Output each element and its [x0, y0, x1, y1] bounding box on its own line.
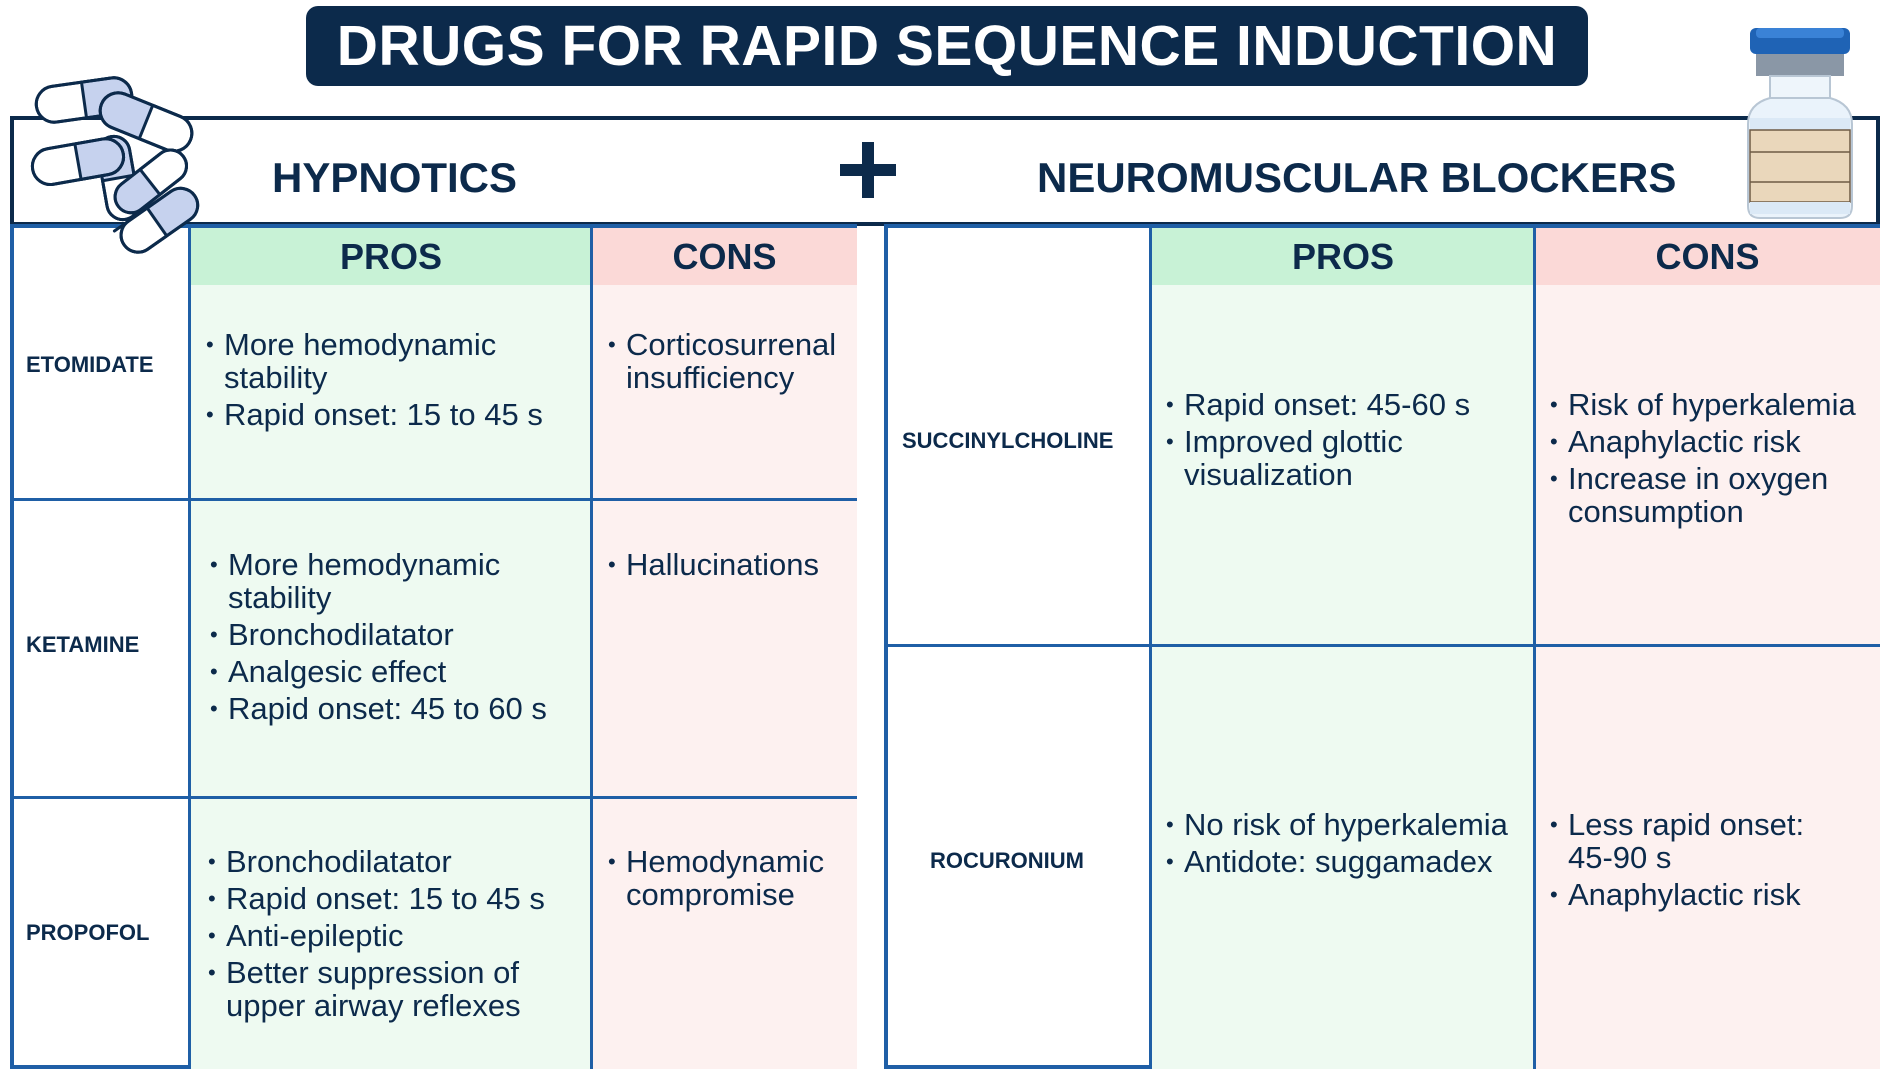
- list-item: Rapid onset: 45-60 s: [1166, 388, 1526, 421]
- list-item: Anaphylactic risk: [1550, 425, 1880, 458]
- list-item: Anaphylactic risk: [1550, 878, 1830, 911]
- rocuronium-pros-list: No risk of hyperkalemia Antidote: suggam…: [1166, 808, 1531, 882]
- etomidate-pros-list: More hemodynamic stability Rapid onset: …: [206, 328, 576, 435]
- etomidate-cons-list: Corticosurrenal insufficiency: [608, 328, 853, 398]
- list-item: No risk of hyperkalemia: [1166, 808, 1531, 841]
- list-item: Less rapid onset: 45-90 s: [1550, 808, 1830, 874]
- rocuronium-cons-list: Less rapid onset: 45-90 s Anaphylactic r…: [1550, 808, 1830, 915]
- list-item: Rapid onset: 15 to 45 s: [208, 882, 578, 915]
- neuromuscular-blockers-heading: NEUROMUSCULAR BLOCKERS: [1037, 154, 1677, 201]
- succinylcholine-cons-list: Risk of hyperkalemia Anaphylactic risk I…: [1550, 388, 1880, 532]
- list-item: Bronchodilatator: [210, 618, 580, 651]
- plus-icon: [840, 142, 896, 198]
- hypnotics-cons-column: [592, 285, 857, 1069]
- list-item: Rapid onset: 15 to 45 s: [206, 398, 576, 431]
- list-item: Anti-epileptic: [208, 919, 578, 952]
- succinylcholine-pros-list: Rapid onset: 45-60 s Improved glottic vi…: [1166, 388, 1526, 495]
- pills-icon: [30, 76, 200, 254]
- list-item: Corticosurrenal insufficiency: [608, 328, 853, 394]
- blockers-table: PROS CONS SUCCINYLCHOLINE Rapid onset: 4…: [884, 224, 1880, 1069]
- blockers-cons-header: CONS: [1535, 228, 1880, 285]
- list-item: Antidote: suggamadex: [1166, 845, 1531, 878]
- vial-icon: [1747, 28, 1853, 219]
- list-item: Hallucinations: [608, 548, 853, 581]
- drug-name-propofol: PROPOFOL: [26, 920, 150, 945]
- list-item: Improved glottic visualization: [1166, 425, 1526, 491]
- blockers-pros-header: PROS: [1151, 228, 1535, 285]
- list-item: Hemodynamic compromise: [608, 845, 853, 911]
- list-item: Analgesic effect: [210, 655, 580, 688]
- list-item: Rapid onset: 45 to 60 s: [210, 692, 580, 725]
- list-item: More hemodynamic stability: [210, 548, 580, 614]
- drug-name-succinylcholine: SUCCINYLCHOLINE: [902, 428, 1114, 453]
- ketamine-pros-list: More hemodynamic stability Bronchodilata…: [210, 548, 580, 729]
- hypnotics-heading: HYPNOTICS: [272, 154, 518, 201]
- hypnotics-cons-header: CONS: [592, 228, 857, 285]
- drug-name-rocuronium: ROCURONIUM: [930, 848, 1084, 873]
- drug-name-ketamine: KETAMINE: [26, 632, 140, 657]
- list-item: Risk of hyperkalemia: [1550, 388, 1880, 421]
- list-item: Better suppression of upper airway refle…: [208, 956, 578, 1022]
- hypnotics-table: PROS CONS ETOMIDATE More hemodynamic sta…: [10, 224, 857, 1069]
- list-item: Bronchodilatator: [208, 845, 578, 878]
- list-item: More hemodynamic stability: [206, 328, 576, 394]
- hypnotics-pros-header: PROS: [190, 228, 592, 285]
- propofol-cons-list: Hemodynamic compromise: [608, 845, 853, 915]
- page-title: DRUGS FOR RAPID SEQUENCE INDUCTION: [306, 6, 1588, 86]
- list-item: Increase in oxygen consumption: [1550, 462, 1880, 528]
- drug-name-etomidate: ETOMIDATE: [26, 352, 154, 377]
- ketamine-cons-list: Hallucinations: [608, 548, 853, 585]
- propofol-pros-list: Bronchodilatator Rapid onset: 15 to 45 s…: [208, 845, 578, 1026]
